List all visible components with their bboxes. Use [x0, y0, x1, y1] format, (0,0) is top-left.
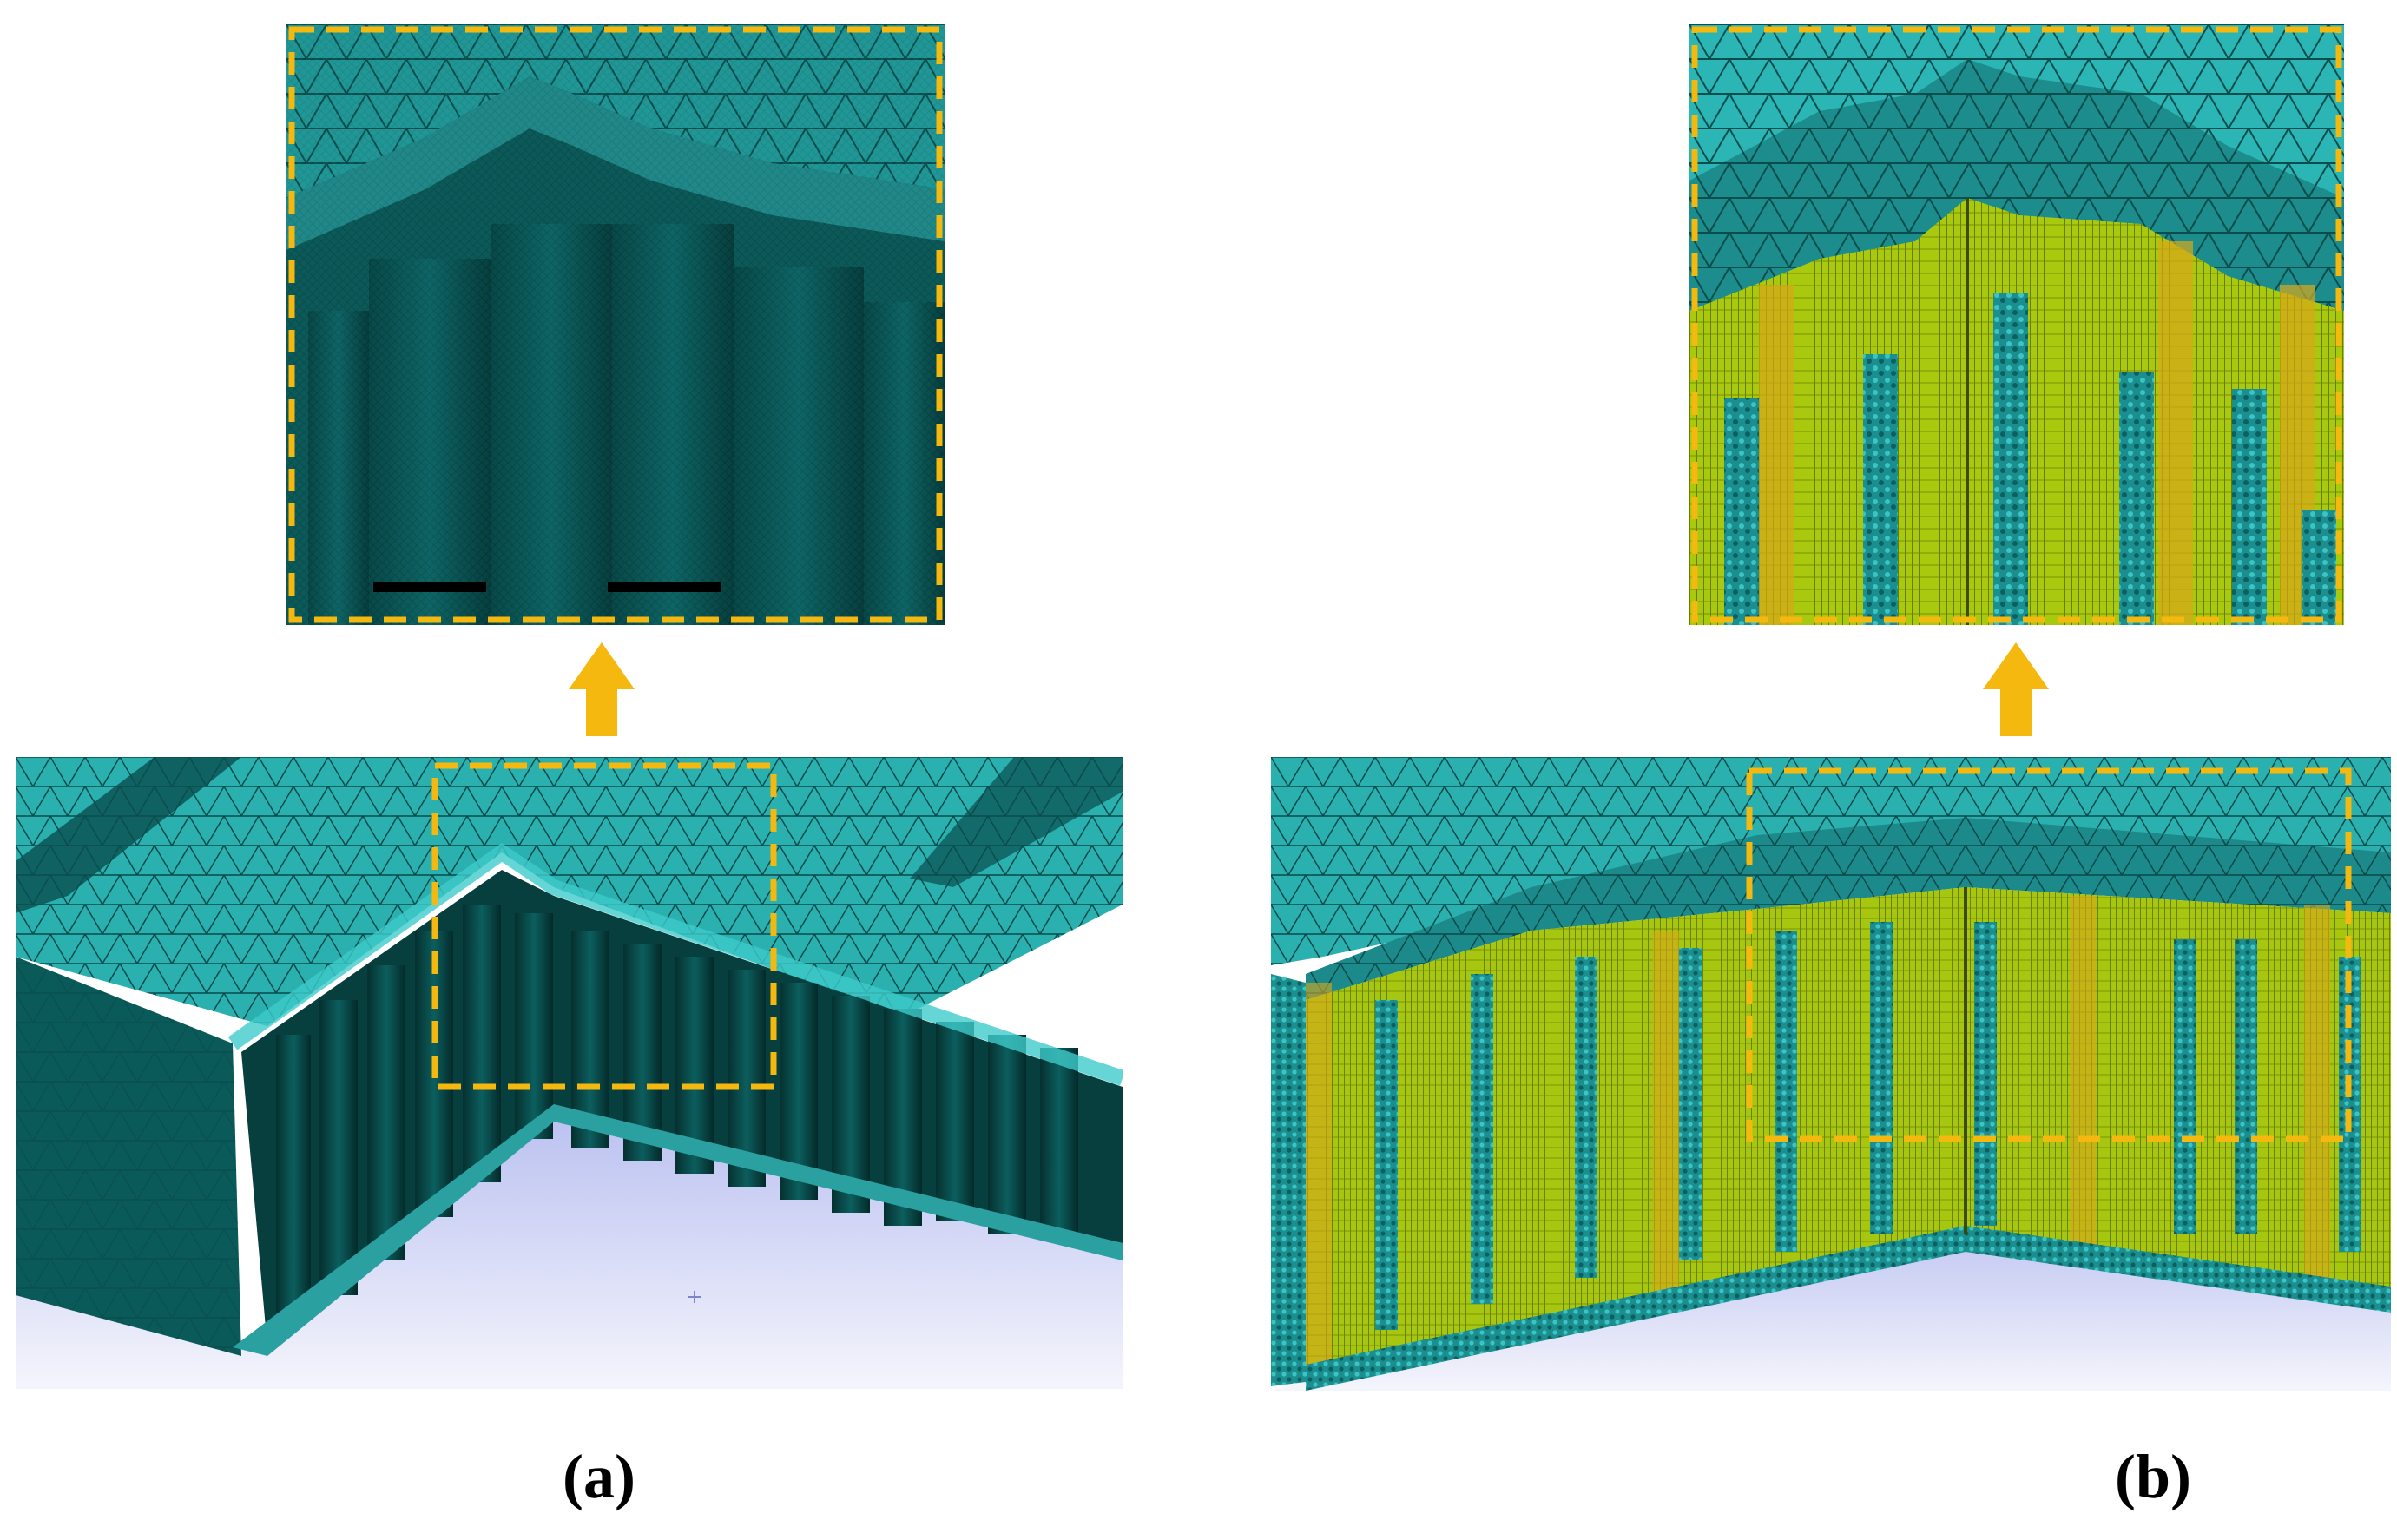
- panel-a: (a): [0, 0, 1198, 1540]
- panel-b-main-view: [1271, 757, 2391, 1391]
- panel-b: (b): [1198, 0, 2397, 1540]
- up-arrow-icon: [1983, 642, 2049, 736]
- panel-b-label: (b): [2115, 1442, 2191, 1511]
- panel-b-zoom-inset: [1689, 24, 2344, 625]
- panel-a-label: (a): [563, 1442, 635, 1511]
- up-arrow-icon: [569, 642, 635, 736]
- panel-a-zoom-inset: [286, 24, 945, 625]
- panel-a-main-view: [16, 757, 1123, 1389]
